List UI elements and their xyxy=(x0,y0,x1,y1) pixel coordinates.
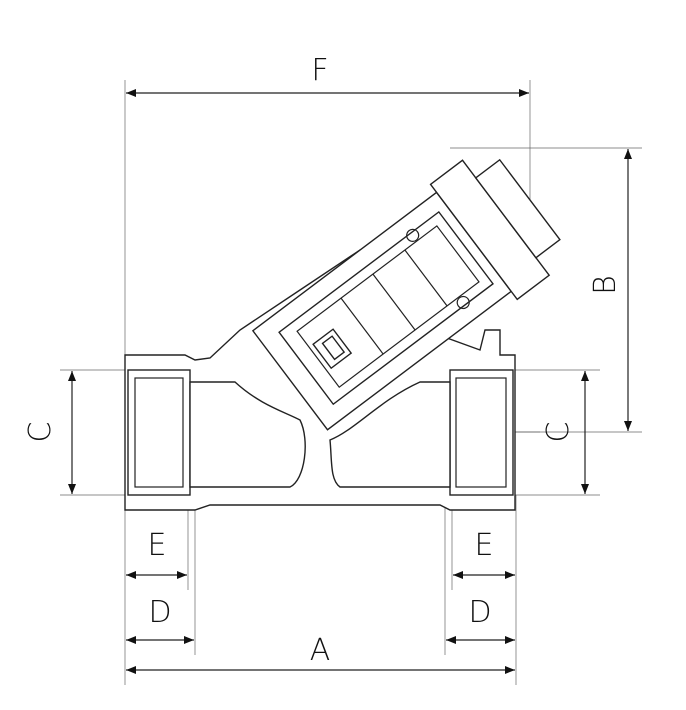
label-A: A xyxy=(310,633,331,668)
label-C-left: C xyxy=(23,422,58,443)
dimension-C-left: C xyxy=(23,371,76,494)
label-E-right: E xyxy=(475,528,494,563)
label-D-left: D xyxy=(148,595,171,630)
label-B: B xyxy=(588,275,623,295)
dimension-D-left: D xyxy=(126,595,194,644)
filter-bonnet xyxy=(251,158,561,431)
dimension-B: B xyxy=(588,149,632,431)
label-E-left: E xyxy=(148,528,167,563)
knurled-cap xyxy=(474,158,561,259)
dimension-E-left: E xyxy=(126,528,187,579)
dimension-A: A xyxy=(126,633,515,674)
dimension-D-right: D xyxy=(446,595,515,644)
dimension-E-right: E xyxy=(453,528,515,579)
label-D-right: D xyxy=(468,595,491,630)
dimension-C-right: C xyxy=(541,371,589,494)
dimension-F: F xyxy=(126,53,529,97)
label-F: F xyxy=(311,53,328,88)
label-C-right: C xyxy=(541,422,576,443)
